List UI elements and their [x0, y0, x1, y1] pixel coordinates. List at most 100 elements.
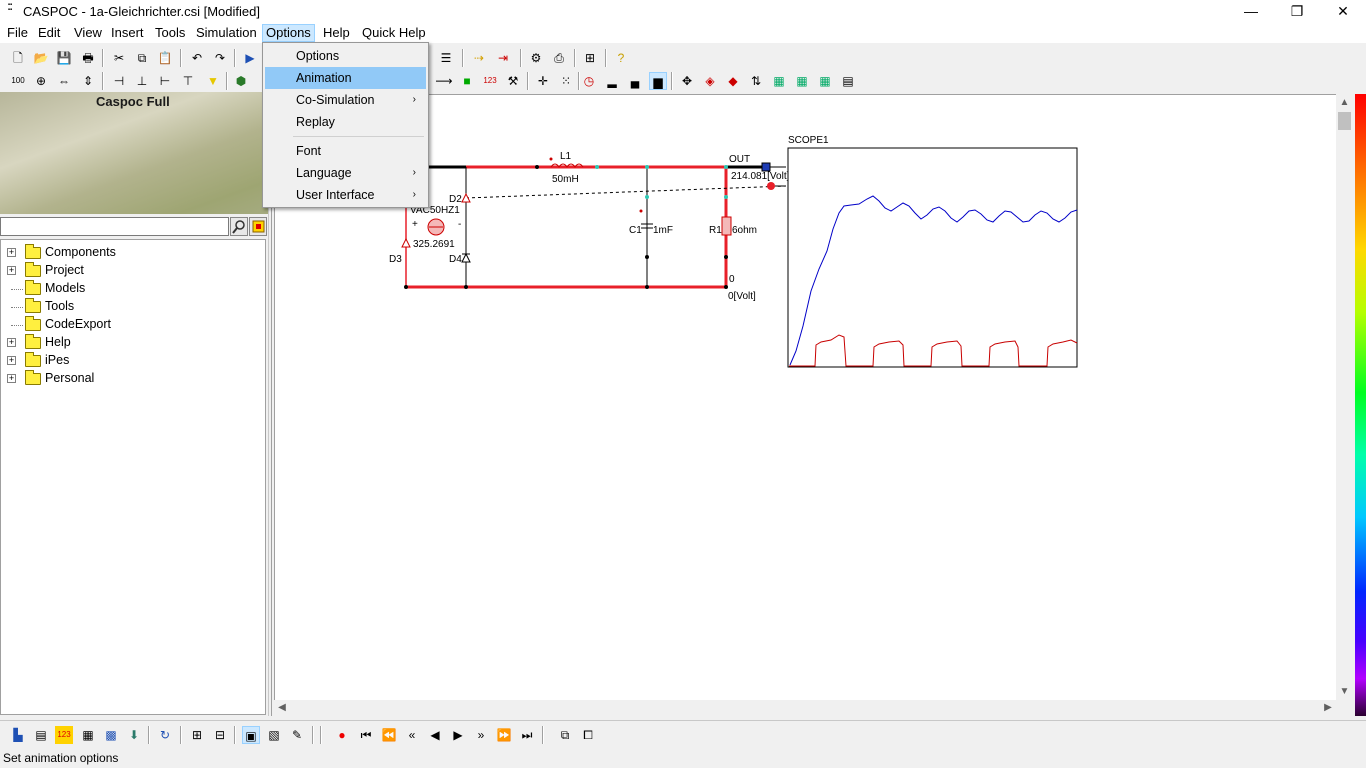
vertical-scrollbar[interactable]: ▲ ▼ [1336, 94, 1353, 700]
initial-conditions-icon[interactable]: ⇥ [497, 51, 509, 65]
grid-icon[interactable]: ⁙ [560, 74, 572, 88]
cut-icon[interactable]: ✂ [113, 51, 125, 65]
sort-icon[interactable]: ⇅ [750, 74, 762, 88]
move-icon[interactable]: ✥ [681, 74, 693, 88]
numeric-icon[interactable]: 123 [483, 76, 497, 85]
save-icon[interactable]: 💾 [56, 51, 72, 65]
align-left-icon[interactable]: ⊣ [113, 74, 125, 88]
menu-insert[interactable]: Insert [111, 25, 144, 40]
expand-icon[interactable]: + [7, 337, 16, 347]
print-icon[interactable]: 🖶 [82, 51, 94, 65]
menu-item-co-simulation[interactable]: Co-Simulation › [265, 89, 426, 111]
step-back-icon[interactable]: ◀ [430, 728, 440, 742]
redo-icon[interactable]: ↷ [214, 51, 226, 65]
menu-quick-help[interactable]: Quick Help [362, 25, 426, 40]
level-low-icon[interactable]: ▂ [607, 74, 617, 88]
list-icon[interactable]: ☰ [440, 51, 452, 65]
component-properties-icon[interactable]: ⚙ [530, 51, 542, 65]
copy-window-icon[interactable]: ⧉ [560, 728, 570, 742]
panel-splitter[interactable] [268, 92, 272, 716]
new-file-icon[interactable]: 🗋 [13, 51, 23, 65]
library-icon[interactable]: ⬢ [235, 74, 247, 88]
schematic-canvas[interactable]: L1 50mH OUT 214.081[Volt] D2 VAC50HZ1 + … [274, 94, 1336, 700]
filter-button[interactable] [249, 217, 267, 236]
scroll-right-icon[interactable]: ▶ [1324, 702, 1332, 713]
align-center-icon[interactable]: ⊥ [136, 74, 148, 88]
level-mid-icon[interactable]: ▄ [630, 74, 640, 88]
forward-icon[interactable]: » [477, 728, 485, 742]
layers-icon[interactable]: ▙ [13, 728, 23, 742]
menu-item-animation[interactable]: Animation [265, 67, 426, 89]
help-pointer-icon[interactable]: ? [617, 51, 625, 65]
zoom-100-icon[interactable]: 100 [11, 76, 25, 85]
step-in-icon[interactable]: ⇢ [473, 51, 485, 65]
menu-simulation[interactable]: Simulation [196, 25, 257, 40]
zoom-width-icon[interactable]: ⇔ [58, 74, 70, 88]
menu-item-options[interactable]: Options [265, 45, 426, 67]
play-icon[interactable]: ▶ [453, 728, 463, 742]
menu-item-font[interactable]: Font [265, 140, 426, 162]
level-high-icon[interactable]: ▆ [649, 72, 667, 90]
menu-help[interactable]: Help [323, 25, 350, 40]
expand-icon[interactable]: + [7, 355, 16, 365]
menu-edit[interactable]: Edit [38, 25, 61, 40]
copy-icon[interactable]: ⧉ [137, 51, 147, 65]
scope-display[interactable] [787, 147, 1078, 368]
search-button[interactable] [230, 217, 248, 236]
expand-icon[interactable]: + [7, 247, 16, 257]
network-icon[interactable]: ⊞ [584, 51, 596, 65]
menu-tools[interactable]: Tools [155, 25, 186, 40]
export-icon[interactable]: ⎙ [554, 51, 564, 65]
zoom-fit-icon[interactable]: ⊕ [35, 74, 47, 88]
refresh-icon[interactable]: ↻ [159, 728, 171, 742]
first-frame-icon[interactable]: ⏮ [360, 728, 372, 742]
library-search-input[interactable] [0, 217, 229, 236]
menu-options[interactable]: Options [262, 24, 315, 42]
close-button[interactable]: ✕ [1337, 3, 1349, 19]
counter-icon[interactable]: 123 [55, 726, 73, 744]
download-icon[interactable]: ⬇ [128, 728, 140, 742]
expand-icon[interactable]: + [7, 265, 16, 275]
horizontal-scrollbar[interactable]: ◀ ▶ [274, 700, 1336, 716]
out-port[interactable] [761, 162, 771, 172]
fast-rewind-icon[interactable]: ⏪ [381, 728, 397, 742]
undo-icon[interactable]: ↶ [191, 51, 203, 65]
chip-1-icon[interactable]: ▦ [773, 74, 785, 88]
grid-view-icon[interactable]: ▦ [82, 728, 94, 742]
network-edit-icon[interactable]: ⊟ [214, 728, 226, 742]
menu-item-language[interactable]: Language › [265, 162, 426, 184]
tool-icon[interactable]: ⚒ [507, 74, 519, 88]
paste-window-icon[interactable]: ⧠ [583, 728, 593, 742]
expand-icon[interactable]: + [7, 373, 16, 383]
network-view-icon[interactable]: ⊞ [191, 728, 203, 742]
scroll-up-icon[interactable]: ▲ [1339, 97, 1350, 108]
document-icon[interactable]: ▤ [35, 728, 47, 742]
scroll-left-icon[interactable]: ◀ [278, 702, 286, 713]
paint-icon[interactable]: ✎ [291, 728, 303, 742]
block-icon[interactable]: ■ [463, 74, 471, 88]
rewind-icon[interactable]: « [408, 728, 416, 742]
probe-marker[interactable] [767, 182, 775, 190]
minimize-button[interactable]: — [1244, 3, 1258, 19]
menu-view[interactable]: View [74, 25, 102, 40]
align-right-icon[interactable]: ⊢ [159, 74, 171, 88]
timer-icon[interactable]: ◷ [583, 74, 595, 88]
menu-item-user-interface[interactable]: User Interface › [265, 184, 426, 206]
insert-component-icon[interactable]: ◆ [728, 74, 738, 88]
chip-2-icon[interactable]: ▦ [796, 74, 808, 88]
zoom-height-icon[interactable]: ⇕ [82, 74, 94, 88]
paste-icon[interactable]: 📋 [157, 51, 173, 65]
last-frame-icon[interactable]: ⏭ [521, 728, 533, 742]
probe-icon[interactable]: ▼ [207, 74, 219, 88]
record-icon[interactable]: ● [338, 728, 346, 742]
wire-icon[interactable]: ⟶ [435, 74, 453, 88]
node-icon[interactable]: ✛ [537, 74, 549, 88]
scroll-thumb[interactable] [1338, 112, 1351, 130]
chip-3-icon[interactable]: ▦ [819, 74, 831, 88]
components-red-icon[interactable]: ◈ [705, 74, 715, 88]
fast-forward-icon[interactable]: ⏩ [496, 728, 512, 742]
menu-item-replay[interactable]: Replay [265, 111, 426, 133]
align-top-icon[interactable]: ⊤ [182, 74, 194, 88]
animation-view-icon[interactable]: ▣ [242, 726, 260, 744]
run-simulation-icon[interactable]: ▶ [245, 51, 255, 65]
